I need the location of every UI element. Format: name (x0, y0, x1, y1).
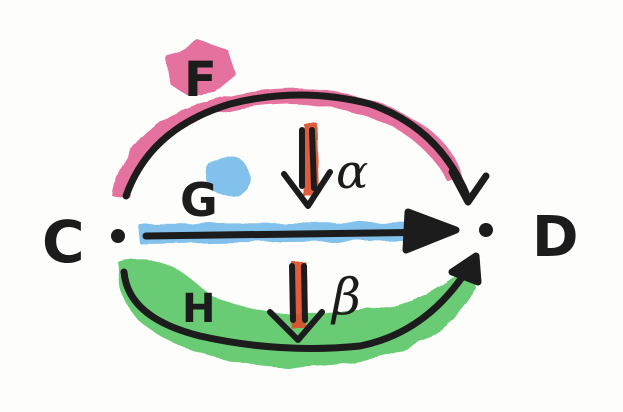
beta-down-arrow (267, 263, 325, 343)
object-c-dot (111, 229, 125, 243)
functor-h-label: H (182, 286, 215, 332)
object-d-dot (479, 223, 493, 237)
alpha-label: α (336, 144, 368, 200)
object-d-label: D (532, 205, 578, 270)
functor-g-label: G (180, 173, 218, 227)
functor-h-arrow (120, 252, 482, 352)
beta-label: β (330, 268, 361, 326)
alpha-down-arrow (281, 127, 333, 209)
functor-f-arrow (122, 91, 490, 206)
object-c-label: C (42, 208, 85, 276)
functor-f-label: F (184, 52, 217, 108)
functor-g-arrow (142, 208, 460, 254)
